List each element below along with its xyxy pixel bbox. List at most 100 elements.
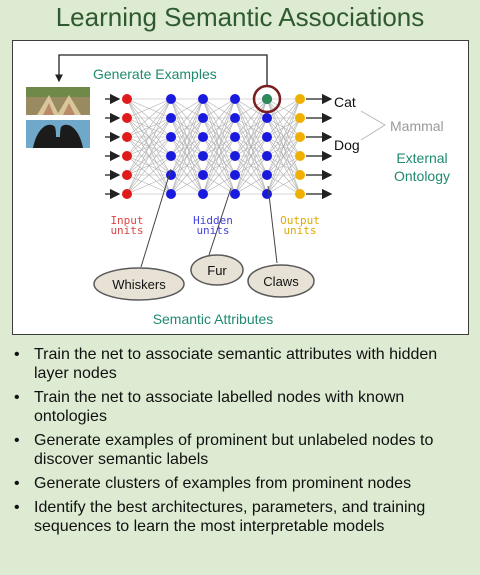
hidden-node: [198, 132, 208, 142]
hidden-node: [230, 113, 240, 123]
hidden-units-label-2: units: [196, 224, 229, 237]
network-edge: [266, 98, 301, 195]
output-node: [295, 189, 305, 199]
whiskers-connector: [140, 168, 172, 268]
network-edge: [202, 155, 236, 195]
output-node: [295, 94, 305, 104]
bullet-dot: •: [14, 346, 20, 363]
network-edge: [170, 98, 204, 176]
hidden-node: [230, 151, 240, 161]
generate-examples-label: Generate Examples: [93, 66, 217, 82]
bullet-dot: •: [14, 389, 20, 406]
bullet-text: Train the net to associate labelled node…: [34, 389, 405, 425]
hidden-node: [166, 94, 176, 104]
network-edge: [126, 174, 172, 195]
network-edge: [234, 98, 268, 157]
page-title: Learning Semantic Associations: [55, 2, 425, 32]
input-node: [122, 132, 132, 142]
input-node: [122, 189, 132, 199]
network-edge: [266, 98, 301, 138]
network-edge: [170, 98, 204, 195]
input-units-label-1: Input: [110, 214, 143, 227]
output-node: [295, 132, 305, 142]
network-edge: [170, 174, 204, 195]
network-edge: [234, 136, 268, 195]
ontology-bracket: [360, 110, 386, 141]
network-edge: [170, 98, 204, 119]
network-nodes: [122, 94, 305, 199]
network-edge: [202, 98, 236, 176]
network-edge: [202, 98, 236, 195]
output-node: [295, 113, 305, 123]
bullet-item: • Identify the best architectures, parame…: [8, 498, 474, 536]
output-arrows: [306, 93, 333, 200]
network-edge: [170, 98, 204, 138]
output-label-dog: Dog: [334, 137, 360, 153]
generate-examples-arrow: [55, 54, 268, 85]
input-node: [122, 151, 132, 161]
bullet-text: Identify the best architectures, paramet…: [34, 499, 426, 535]
hidden-node: [198, 113, 208, 123]
network-edge: [266, 155, 301, 195]
hidden-node: [166, 170, 176, 180]
network-diagram: Generate Examples Cat Dog Mammal Externa…: [26, 54, 450, 327]
network-edge: [170, 98, 204, 157]
bullet-text: Generate examples of prominent but unlab…: [34, 432, 434, 468]
network-edge: [266, 98, 301, 176]
hidden-node: [230, 132, 240, 142]
whiskers-oval: [93, 267, 185, 301]
network-edge: [202, 98, 236, 157]
hidden-node: [198, 151, 208, 161]
bullet-list: • Train the net to associate semantic att…: [8, 345, 474, 541]
cat-image: [26, 87, 90, 115]
output-node: [295, 170, 305, 180]
network-edge: [266, 98, 301, 119]
network-edge: [170, 155, 204, 195]
network-edge: [126, 117, 172, 195]
dog-image: [26, 120, 90, 148]
network-edge: [234, 174, 268, 195]
network-edge: [202, 117, 236, 195]
hidden-units-label-1: Hidden: [193, 214, 233, 227]
network-edge: [126, 98, 172, 119]
network-edge: [234, 98, 268, 119]
hidden-node: [166, 189, 176, 199]
hidden-node: [262, 151, 272, 161]
mammal-label: Mammal: [390, 118, 444, 134]
bullet-text: Train the net to associate semantic attr…: [34, 346, 438, 382]
network-edge: [234, 98, 268, 195]
bullet-item: • Generate examples of prominent but unla…: [8, 431, 474, 469]
hidden-node: [198, 189, 208, 199]
network-edge: [126, 98, 172, 157]
output-label-cat: Cat: [334, 94, 356, 110]
bullet-item: • Train the net to associate semantic att…: [8, 345, 474, 383]
network-edge: [266, 98, 301, 157]
network-edge: [266, 136, 301, 195]
fur-label: Fur: [207, 263, 227, 278]
hidden-node: [198, 94, 208, 104]
network-edge: [202, 136, 236, 195]
network-edge: [266, 117, 301, 195]
hidden-node: [230, 94, 240, 104]
bullet-dot: •: [14, 432, 20, 449]
external-ontology-line1: External: [396, 150, 447, 166]
claws-oval: [247, 264, 315, 298]
output-units-label-1: Output: [280, 214, 320, 227]
input-node: [122, 170, 132, 180]
hidden-node: [262, 113, 272, 123]
semantic-attributes-label: Semantic Attributes: [153, 311, 274, 327]
network-edge: [234, 155, 268, 195]
network-edge: [202, 98, 236, 138]
network-edge: [202, 98, 236, 119]
network-edge: [202, 174, 236, 195]
hidden-node: [230, 170, 240, 180]
external-ontology-line2: Ontology: [394, 168, 450, 184]
hidden-node: [166, 151, 176, 161]
network-edge: [266, 174, 301, 195]
bullet-dot: •: [14, 499, 20, 516]
prominent-hidden-node: [262, 94, 272, 104]
claws-connector: [267, 185, 278, 264]
network-edge: [126, 98, 172, 176]
prominent-node-ring: [252, 84, 282, 114]
input-node: [122, 113, 132, 123]
